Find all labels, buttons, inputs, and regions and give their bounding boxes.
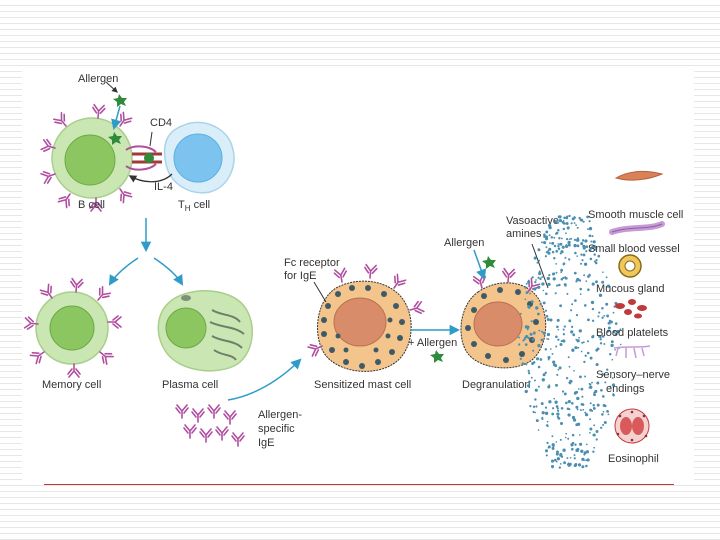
allergen-binding-arrow: [473, 249, 487, 280]
mucous-gland-label: Mucous gland: [596, 283, 665, 295]
allergen-icon: [113, 94, 127, 107]
fc-receptor-pointer: [313, 281, 327, 303]
b-cell: [51, 117, 133, 199]
mucous-gland-icon: [618, 254, 642, 278]
fc-receptor-label-1: Fc receptor: [284, 257, 340, 269]
eosinophil-label: Eosinophil: [608, 453, 659, 465]
degranulation-label: Degranulation: [462, 379, 531, 391]
memory-cell-label: Memory cell: [42, 379, 101, 391]
plasma-arrow: [153, 257, 184, 286]
memory-cell: [35, 291, 109, 365]
allergen-icon: [430, 350, 444, 363]
sensory-nerve-label-2: endings: [606, 383, 645, 395]
vasoactive-label-2: amines: [506, 228, 542, 240]
allergen-label-degranulation: Allergen: [444, 237, 484, 249]
memory-arrow: [108, 257, 139, 286]
allergen-icon: [482, 256, 496, 269]
sensitized-mast-cell: [317, 280, 412, 372]
eosinophil-icon: [614, 408, 650, 444]
figure-panel: Allergen CD4 IL-4 B cell TH cell Memory …: [22, 66, 694, 484]
sensory-nerve-label-1: Sensory–nerve: [596, 369, 670, 381]
nerve-endings-icon: [613, 345, 651, 359]
allergy-diagram: Allergen CD4 IL-4 B cell TH cell Memory …: [23, 73, 683, 469]
vasoactive-label-1: Vasoactive: [506, 215, 559, 227]
allergen-pointer: [105, 81, 118, 93]
smooth-muscle-icon: [614, 170, 664, 181]
small-blood-vessel-label: Small blood vessel: [588, 243, 680, 255]
allergen-specific-label-3: IgE: [258, 437, 275, 449]
th-cell: [163, 121, 235, 194]
th-cell-label: TH cell: [178, 199, 210, 213]
vasoactive-amines-cloud: [518, 214, 622, 469]
smooth-muscle-label: Smooth muscle cell: [588, 209, 683, 221]
plasma-cell-label: Plasma cell: [162, 379, 218, 391]
free-ige-antibodies: [175, 404, 245, 447]
fc-receptor-label-2: for IgE: [284, 270, 316, 282]
allergen-specific-label-2: specific: [258, 423, 295, 435]
b-cell-label: B cell: [78, 199, 105, 211]
cd4-complex: [125, 145, 162, 171]
allergen-label: Allergen: [78, 73, 118, 85]
plus-allergen-label: + Allergen: [408, 337, 457, 349]
plasma-cell: [157, 290, 253, 372]
mast-granules: [321, 285, 405, 369]
allergen-icon: [108, 132, 122, 145]
vasoactive-pointer: [531, 243, 549, 289]
blood-platelets-icon: [615, 299, 647, 319]
sensitized-mast-cell-label: Sensitized mast cell: [314, 379, 411, 391]
divider-rule: [44, 484, 674, 485]
blood-vessel-icon: [609, 221, 665, 235]
degranulating-mast-cell: [460, 282, 547, 369]
cd4-pointer: [149, 131, 153, 147]
il4-arrow: [128, 173, 173, 183]
blood-platelets-label: Blood platelets: [596, 327, 669, 339]
cd4-label: CD4: [150, 117, 172, 129]
ige-binding-arrow: [227, 358, 302, 401]
allergen-specific-label-1: Allergen-: [258, 409, 302, 421]
allergen-uptake-arrow: [111, 105, 122, 131]
il4-label: IL-4: [154, 181, 173, 193]
